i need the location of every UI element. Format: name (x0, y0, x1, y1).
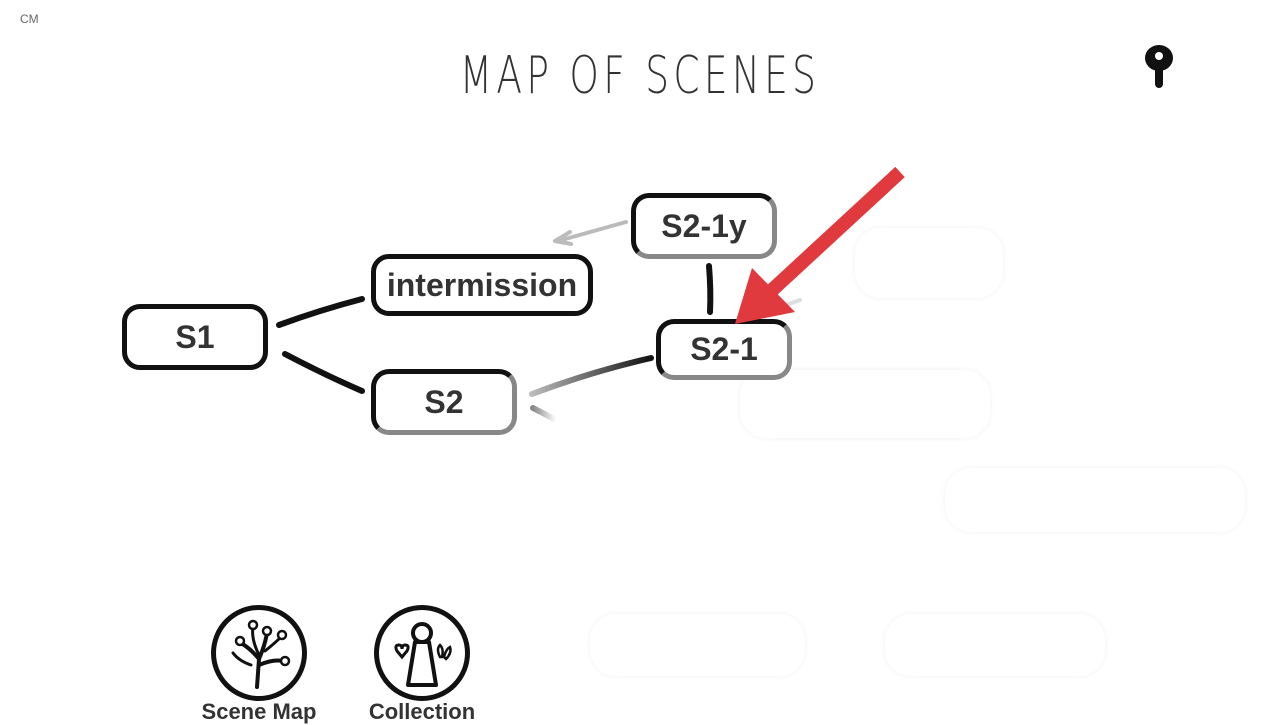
scene-node-s2-1y[interactable]: S2-1y (631, 193, 777, 259)
hidden-scene-node (945, 468, 1245, 532)
scene-node-label: S2 (424, 383, 464, 420)
link-s1-intermission (276, 296, 365, 328)
figure-with-hearts-icon (374, 605, 470, 701)
link-s2-s2-1 (529, 355, 654, 397)
link-s1-s2 (282, 351, 365, 394)
scene-node-label: S1 (175, 318, 215, 355)
scene-node-s2[interactable]: S2 (371, 369, 517, 435)
hidden-scene-node (590, 614, 805, 676)
corner-label: CM (20, 12, 39, 26)
scene-node-intermission[interactable]: intermission (371, 254, 593, 316)
link-s2-1y-locked (556, 220, 628, 243)
hidden-scene-node (740, 370, 990, 438)
link-s2-1-s2-1y (706, 263, 714, 315)
link-s2-hidden (530, 405, 559, 423)
scene-node-label: S2-1y (661, 207, 747, 244)
pin-icon[interactable] (1140, 42, 1180, 97)
link-s2-1-hidden (773, 298, 802, 312)
scene-map-button[interactable]: Scene Map (194, 605, 324, 725)
scene-node-label: S2-1 (690, 331, 758, 367)
hidden-scene-node (885, 614, 1105, 676)
scene-map-label: Scene Map (201, 699, 317, 724)
scene-node-s2-1[interactable]: S2-1 (656, 319, 792, 380)
tree-icon (211, 605, 307, 701)
scene-node-s1[interactable]: S1 (122, 304, 268, 370)
hidden-scene-node (855, 228, 1003, 298)
collection-button[interactable]: Collection (357, 605, 487, 725)
page-title: MAP OF SCENES (459, 46, 821, 106)
link-s2-1y-locked-arrowhead (553, 230, 573, 246)
scene-node-label: intermission (386, 266, 578, 303)
collection-label: Collection (368, 699, 476, 724)
